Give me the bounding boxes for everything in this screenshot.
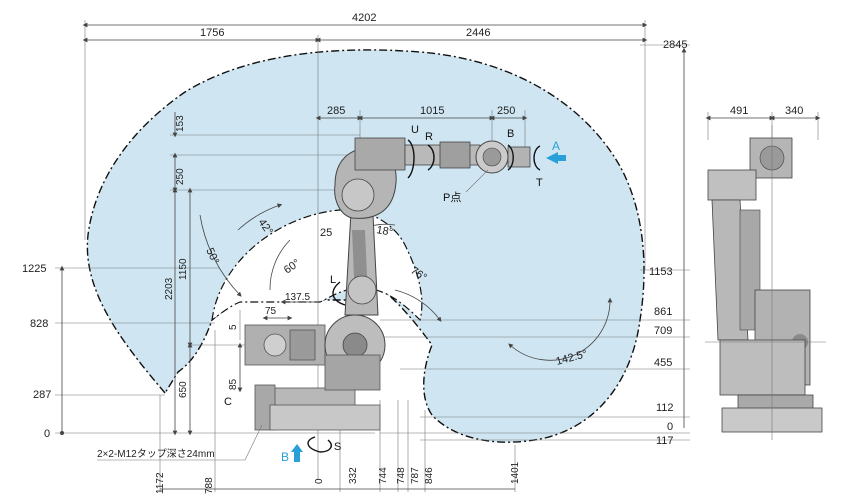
- dim-0-bottom: 0: [314, 478, 325, 484]
- dim-137-5: 137.5: [285, 292, 310, 303]
- dim-287: 287: [33, 389, 51, 401]
- right-height-dimensions: 1153 861 709 455 112 0 117: [380, 266, 690, 447]
- dim-0-right: 0: [667, 421, 673, 433]
- dim-491: 491: [730, 105, 748, 117]
- dim-117: 117: [656, 435, 674, 447]
- view-a-label: A: [552, 139, 560, 153]
- dim-788: 788: [204, 477, 215, 494]
- dim-85: 85: [228, 378, 239, 390]
- dim-overall-width: 4202: [352, 12, 376, 24]
- dim-112: 112: [656, 402, 674, 414]
- axis-l-label: L: [330, 274, 336, 286]
- dim-1172: 1172: [155, 472, 166, 494]
- dim-828: 828: [30, 318, 48, 330]
- dim-1225: 1225: [22, 263, 46, 275]
- dim-right-reach: 2446: [466, 27, 490, 39]
- axis-labels: U R B T L S A B P点: [281, 124, 560, 464]
- dim-744: 744: [378, 467, 389, 484]
- vertical-dimensions: 153 250 2203 1150 650 85 5 C: [164, 112, 360, 436]
- tap-note: 2×2-M12タップ深さ24mm: [97, 424, 263, 461]
- dim-max-height: 2845: [663, 39, 687, 51]
- dim-332: 332: [348, 467, 359, 484]
- dim-340: 340: [785, 105, 803, 117]
- view-b-arrow-icon: [291, 444, 303, 452]
- dim-2203: 2203: [164, 277, 175, 300]
- section-c-label: C: [224, 396, 232, 408]
- dim-748: 748: [396, 467, 407, 484]
- small-dimensions: 75 137.5 25: [262, 227, 332, 321]
- axis-s-label: S: [334, 441, 341, 453]
- axis-t-label: T: [536, 177, 543, 189]
- axis-rotation-markers: [291, 139, 566, 462]
- dim-250: 250: [497, 105, 515, 117]
- mounting-tap-note: 2×2-M12タップ深さ24mm: [97, 448, 215, 460]
- left-height-dimensions: 1225 828 287 0: [22, 263, 375, 440]
- dim-5: 5: [228, 324, 239, 330]
- dim-455: 455: [654, 357, 672, 369]
- dim-0-left: 0: [44, 428, 50, 440]
- dim-25: 25: [320, 227, 332, 239]
- axis-u-label: U: [411, 124, 419, 136]
- dim-285: 285: [327, 105, 345, 117]
- dim-861: 861: [654, 306, 672, 318]
- dim-709: 709: [654, 325, 672, 337]
- view-a-arrow-icon: [546, 152, 558, 164]
- dim-1150: 1150: [178, 258, 189, 280]
- axis-b-label: B: [507, 128, 514, 140]
- arm-dimensions: 285 1015 250: [315, 105, 528, 150]
- dim-650: 650: [178, 381, 189, 398]
- p-point-label: P点: [443, 191, 461, 204]
- robot-side-view: 491 340: [705, 105, 826, 440]
- dim-1401: 1401: [510, 461, 521, 484]
- dim-153: 153: [175, 115, 186, 132]
- dim-846: 846: [424, 467, 435, 484]
- dim-75: 75: [265, 306, 277, 317]
- axis-r-label: R: [425, 131, 433, 143]
- dim-left-reach: 1756: [200, 27, 224, 39]
- robot-front-view: [244, 137, 531, 431]
- view-b-label: B: [281, 450, 289, 464]
- dim-1015: 1015: [420, 105, 444, 117]
- top-dimensions: 4202 1756 2446 2845: [82, 12, 690, 480]
- dim-250-vertical: 250: [175, 168, 186, 185]
- dim-1153: 1153: [649, 266, 673, 278]
- angle-18: 18°: [375, 224, 393, 239]
- dim-787: 787: [410, 467, 421, 484]
